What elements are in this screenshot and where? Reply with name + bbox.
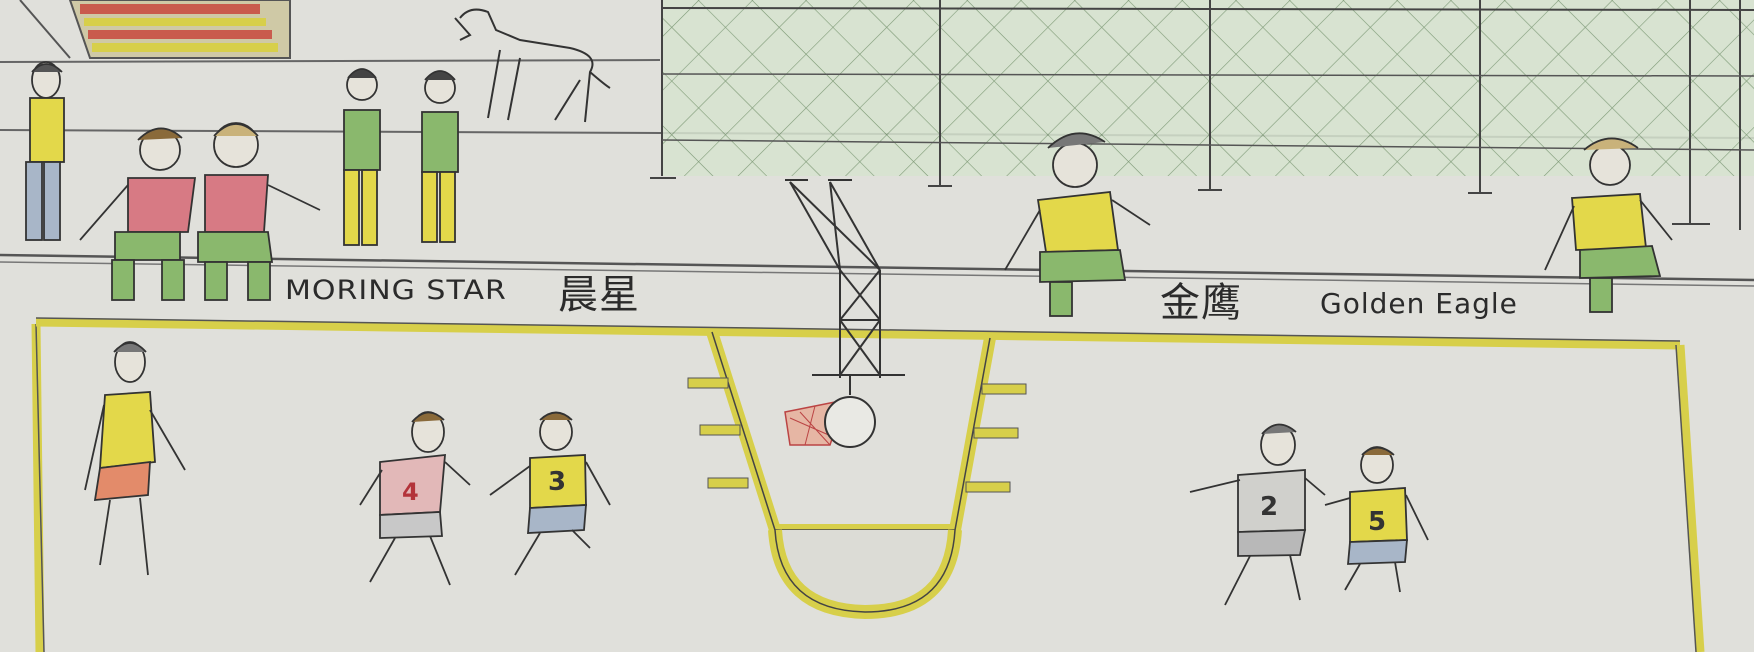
jersey-number-5: 5: [1368, 507, 1386, 537]
jersey-number-3: 3: [548, 467, 566, 497]
spectator-pink-2: [197, 122, 321, 301]
bleachers: [19, 0, 291, 59]
spectator-pink-1: [79, 127, 197, 301]
dog: [454, 8, 611, 123]
fence: [650, 0, 1754, 230]
upper-line: [0, 59, 661, 63]
jersey-number-4: 4: [402, 478, 419, 506]
team-label-away-en: Golden Eagle: [1320, 287, 1518, 320]
free-throw-lane: [687, 330, 1027, 620]
jersey-number-2: 2: [1260, 492, 1278, 522]
team-label-home-cn: 晨星: [558, 272, 640, 318]
player-4: 4: [359, 411, 471, 586]
basketball-hoop: [784, 396, 876, 448]
team-label-away-cn: 金鹰: [1160, 280, 1242, 326]
spectator-standing: [25, 61, 65, 241]
spectator-green-2: [421, 70, 459, 243]
referee: [84, 341, 186, 576]
court: [31, 317, 1705, 652]
player-yellow-bench-1: [1004, 132, 1151, 317]
basket-tower: [785, 179, 905, 395]
player-yellow-bench-2: [1544, 137, 1673, 313]
player-3: 3: [489, 411, 611, 576]
spectator-green-1: [343, 68, 381, 246]
player-5: 5: [1324, 446, 1429, 593]
player-2: 2: [1189, 423, 1326, 606]
team-label-home-en: MORING STAR: [285, 274, 507, 307]
